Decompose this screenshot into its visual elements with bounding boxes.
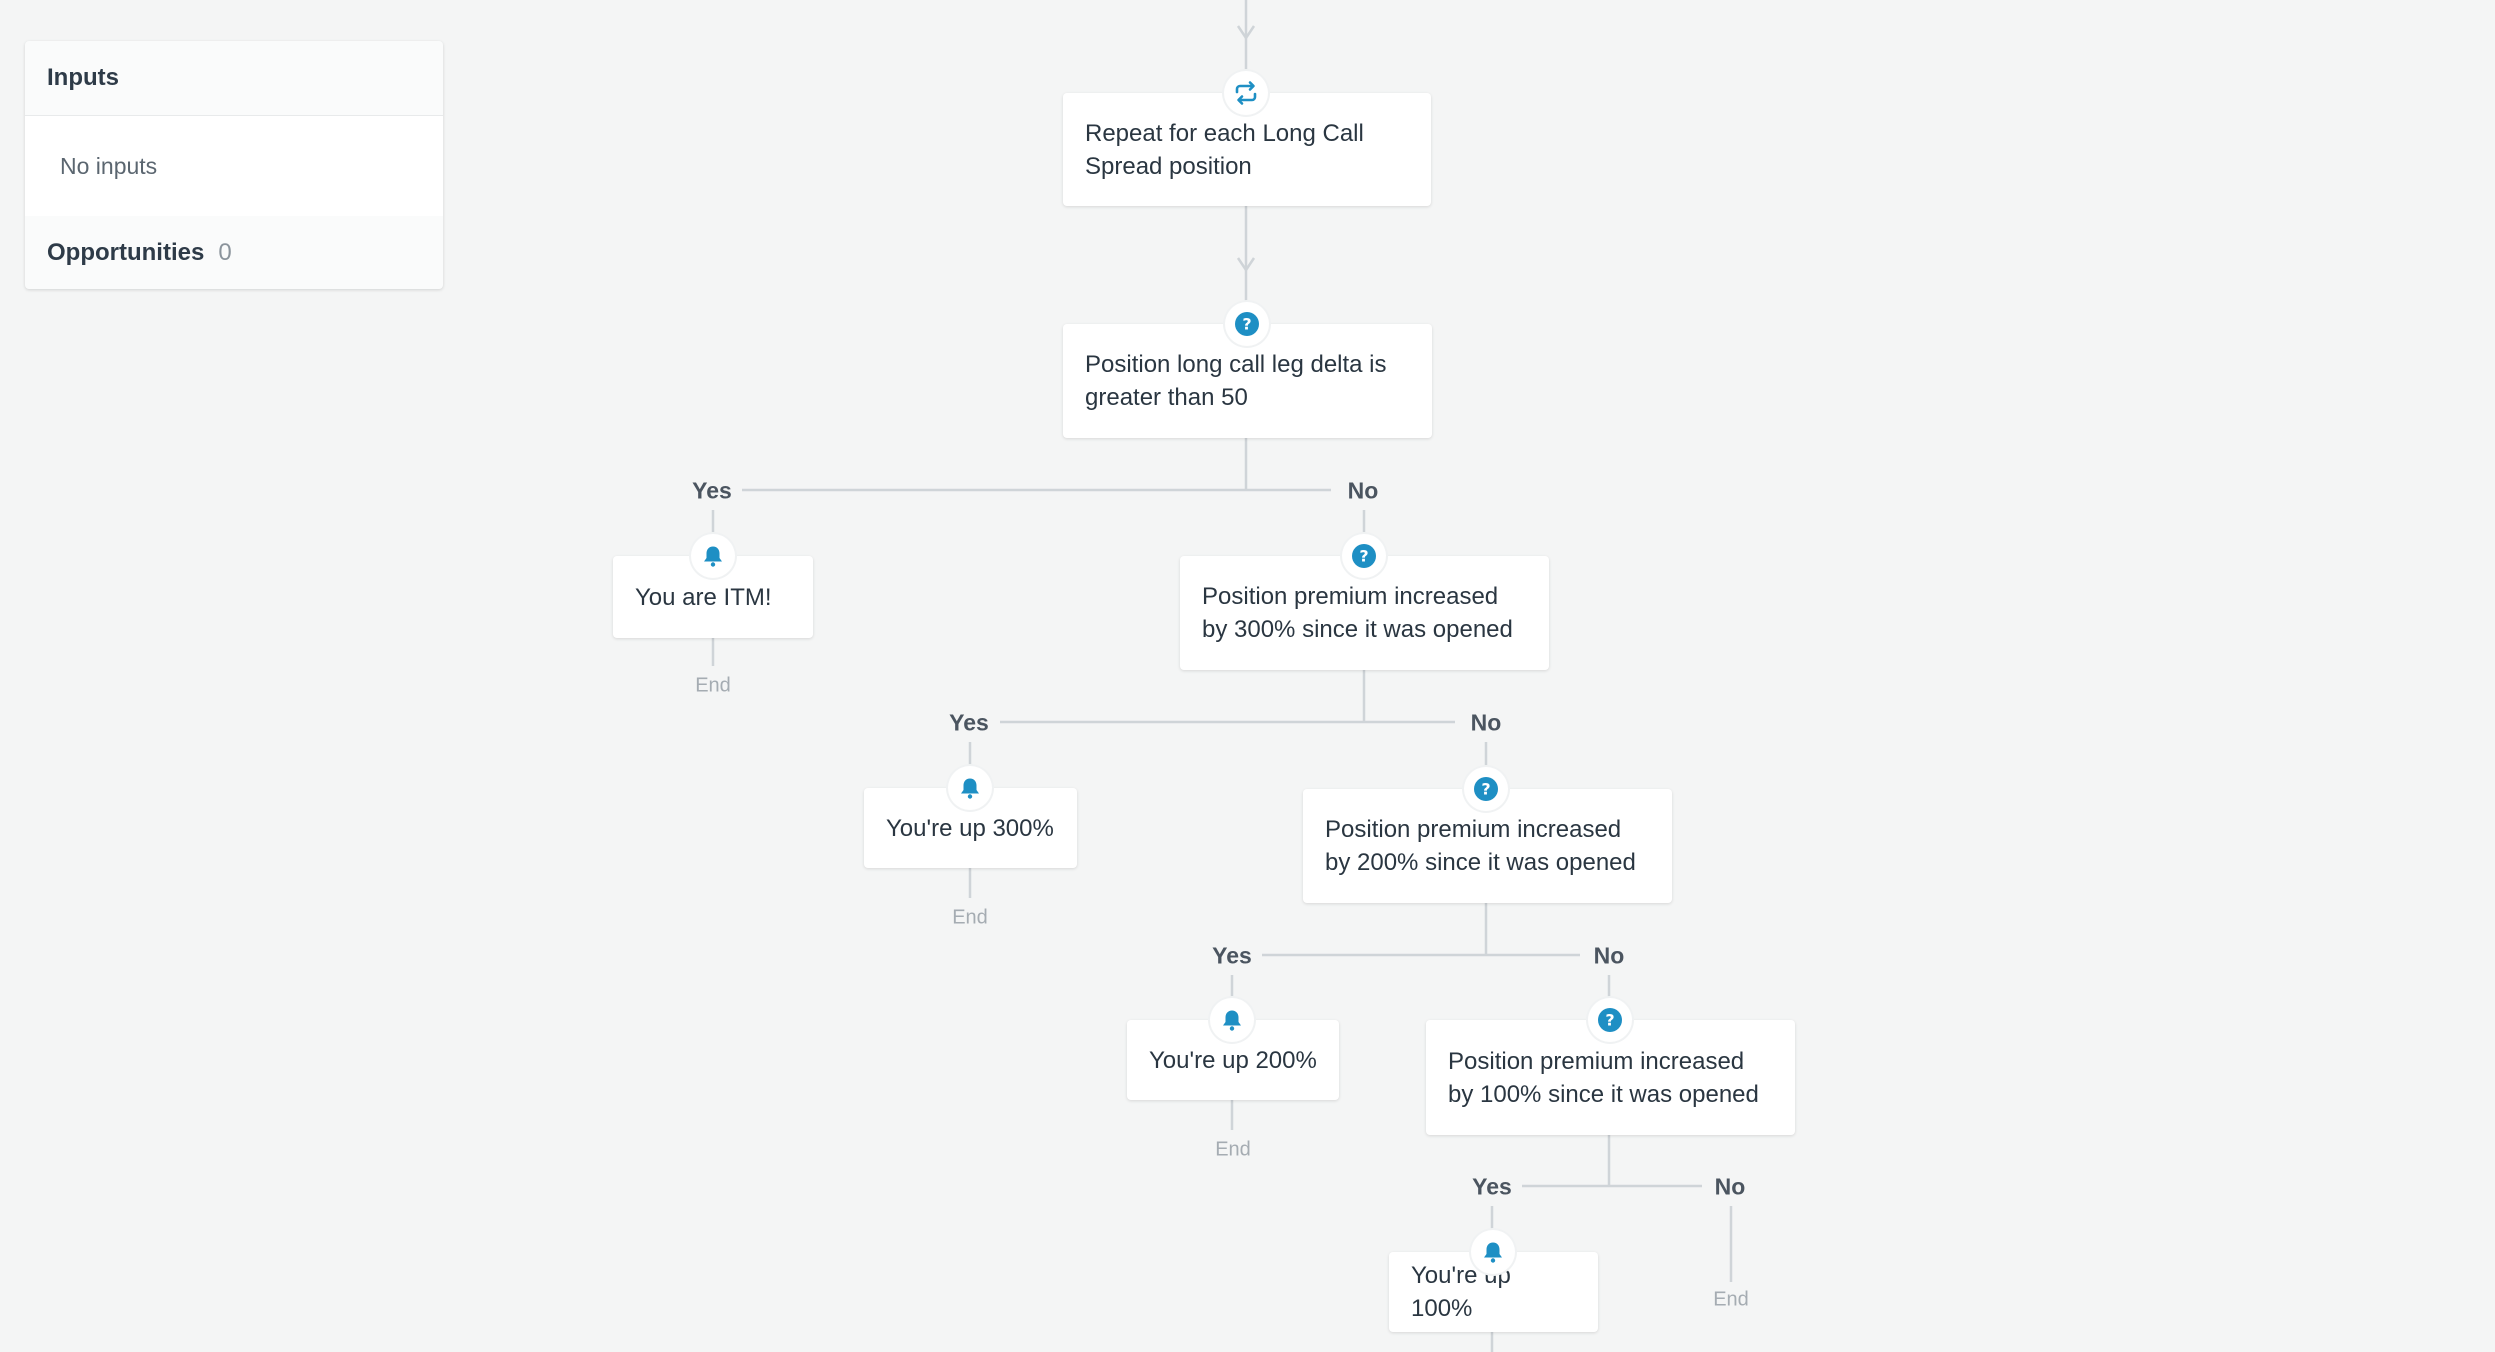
branch-yes-label: Yes bbox=[1206, 942, 1258, 970]
inputs-body: No inputs bbox=[25, 116, 443, 216]
condition-badge: ? bbox=[1588, 998, 1632, 1042]
arrow-top bbox=[1236, 25, 1256, 41]
branch-yes-label: Yes bbox=[1466, 1173, 1518, 1201]
condition-node-text: Position premium increased by 200% since… bbox=[1325, 816, 1636, 876]
branch-no-label: No bbox=[1341, 477, 1385, 505]
alert-badge bbox=[691, 534, 735, 578]
branch-yes-label: Yes bbox=[943, 709, 995, 737]
branch-no-label: No bbox=[1587, 942, 1631, 970]
inputs-panel: Inputs No inputs Opportunities 0 bbox=[25, 41, 443, 289]
svg-text:?: ? bbox=[1359, 547, 1368, 566]
end-label: End bbox=[1713, 1288, 1749, 1311]
condition-node-300[interactable]: Position premium increased by 300% since… bbox=[1180, 556, 1549, 670]
alert-node-text: You are ITM! bbox=[635, 583, 772, 611]
condition-node-text: Position premium increased by 100% since… bbox=[1448, 1047, 1759, 1108]
inputs-header[interactable]: Inputs bbox=[25, 41, 443, 116]
alert-node-text: You're up 200% bbox=[1149, 1046, 1317, 1074]
branch-yes-label: Yes bbox=[686, 477, 738, 505]
condition-node-200[interactable]: Position premium increased by 200% since… bbox=[1303, 789, 1672, 903]
condition-badge: ? bbox=[1225, 302, 1269, 346]
arrow-loop-cond1 bbox=[1236, 257, 1256, 273]
no-inputs-text: No inputs bbox=[60, 152, 158, 179]
condition-badge: ? bbox=[1464, 767, 1508, 811]
question-icon: ? bbox=[1598, 1008, 1622, 1032]
inputs-title: Inputs bbox=[47, 64, 119, 91]
condition-node-text: Position long call leg delta is greater … bbox=[1085, 351, 1387, 411]
alert-badge bbox=[1471, 1230, 1515, 1274]
branch-no-label: No bbox=[1464, 709, 1508, 737]
end-label: End bbox=[695, 674, 731, 697]
opportunities-count: 0 bbox=[218, 238, 232, 266]
opportunities-row[interactable]: Opportunities 0 bbox=[25, 216, 443, 289]
alert-node-text: You're up 300% bbox=[886, 814, 1054, 842]
loop-node-text: Repeat for each Long Call Spread positio… bbox=[1085, 119, 1364, 180]
loop-badge bbox=[1224, 71, 1268, 115]
svg-text:?: ? bbox=[1481, 780, 1490, 799]
condition-node-text: Position premium increased by 300% since… bbox=[1202, 583, 1513, 643]
bell-icon bbox=[1223, 1010, 1241, 1031]
end-label: End bbox=[1215, 1138, 1251, 1161]
question-icon: ? bbox=[1352, 544, 1376, 568]
svg-text:?: ? bbox=[1605, 1011, 1614, 1030]
end-label: End bbox=[952, 906, 988, 929]
branch-no-label: No bbox=[1708, 1173, 1752, 1201]
bell-icon bbox=[704, 546, 722, 567]
question-icon: ? bbox=[1474, 777, 1498, 801]
question-icon: ? bbox=[1235, 312, 1259, 336]
opportunities-label: Opportunities bbox=[47, 238, 205, 266]
bell-icon bbox=[961, 778, 979, 799]
bell-icon bbox=[1484, 1242, 1502, 1263]
svg-text:?: ? bbox=[1242, 315, 1251, 334]
repeat-icon bbox=[1235, 81, 1257, 105]
alert-badge bbox=[948, 766, 992, 810]
condition-badge: ? bbox=[1342, 534, 1386, 578]
alert-badge bbox=[1210, 998, 1254, 1042]
